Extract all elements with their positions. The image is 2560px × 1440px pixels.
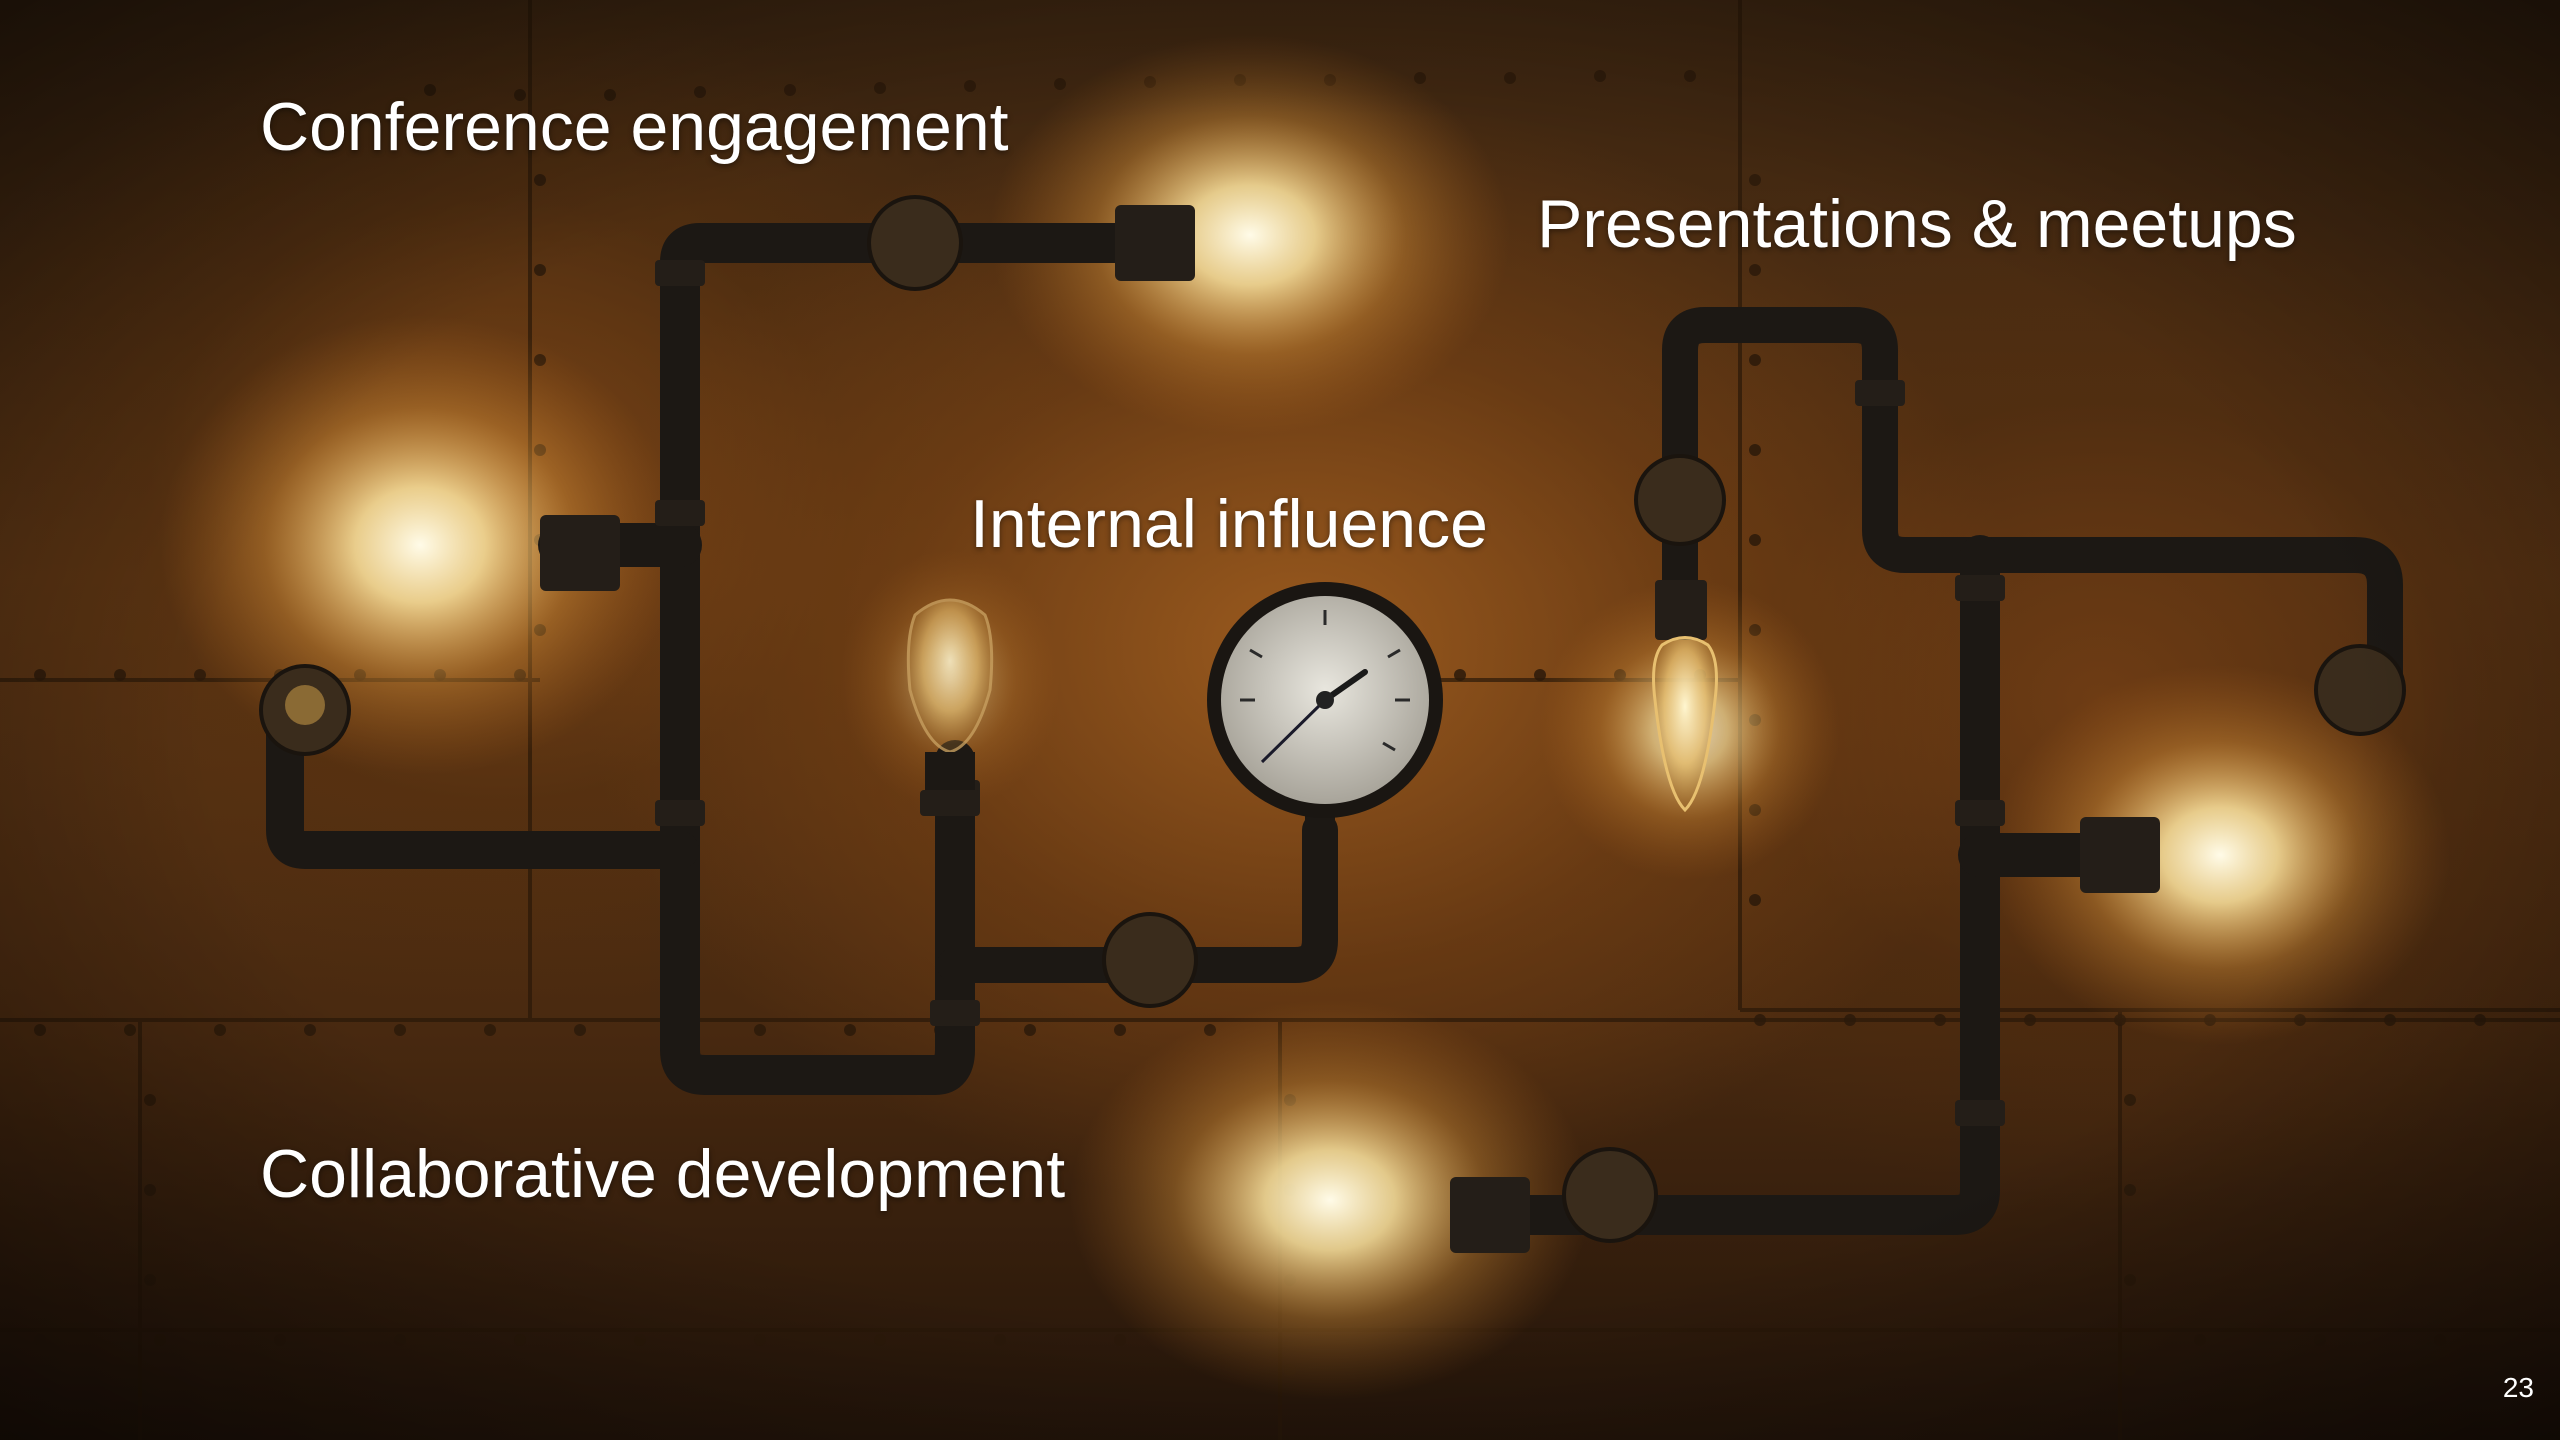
page-number: 23 — [2502, 1372, 2534, 1403]
label-internal-influence: Internal influence — [970, 486, 1488, 562]
label-conference-engagement: Conference engagement — [260, 89, 1009, 165]
label-collaborative-development: Collaborative development — [260, 1136, 1066, 1212]
label-presentations-meetups: Presentations & meetups — [1537, 186, 2297, 262]
